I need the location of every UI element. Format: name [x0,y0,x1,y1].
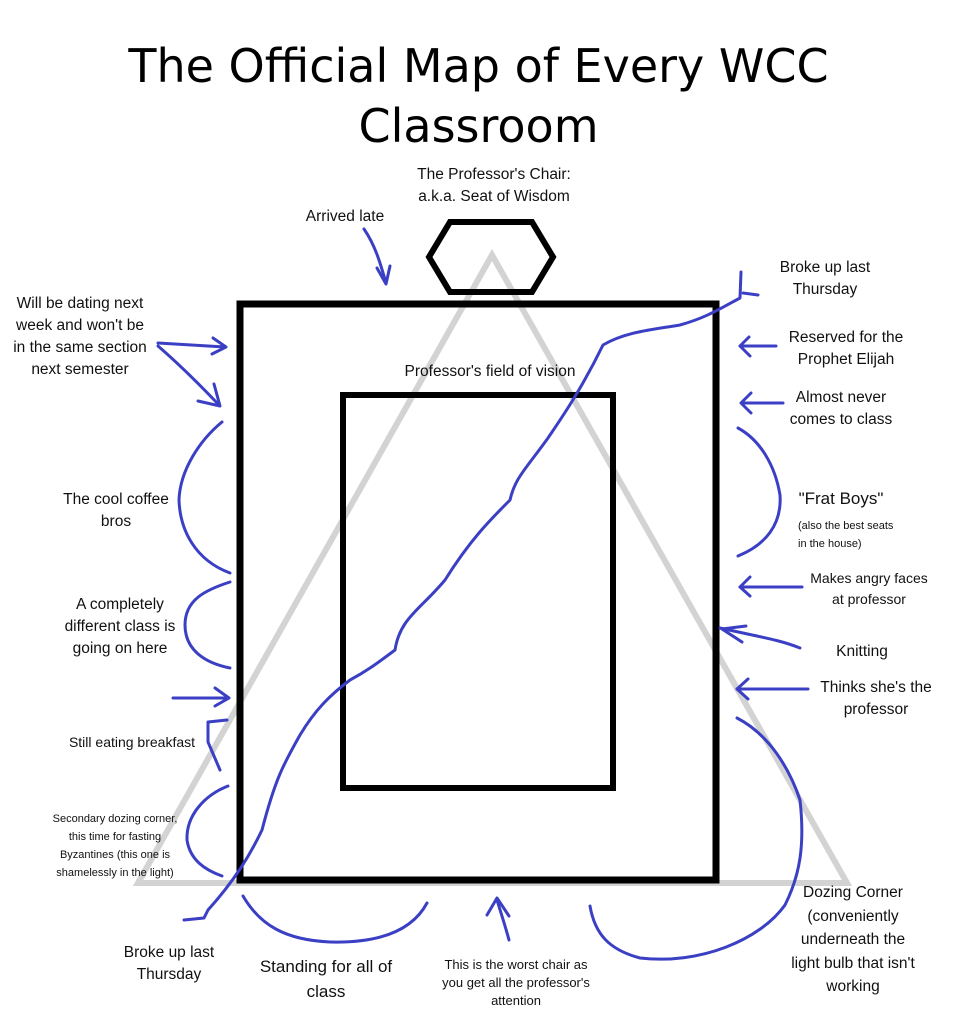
breakup-line [182,270,743,922]
broke-up-top-arrow [741,291,760,297]
page-title-line2: Classroom [358,99,599,153]
page-title-line1: The Official Map of Every WCC [128,39,829,93]
broke-up-top-label: Broke up last Thursday [779,259,871,298]
dating-label: Will be dating next week and won't be in… [13,295,147,378]
dozing-corner-label: Dozing Corner (conveniently underneath t… [791,884,915,995]
breakfast-label: Still eating breakfast [68,734,196,750]
coffee-bros-label: The cool coffee bros [63,491,169,530]
secondary-dozing-label: Secondary dozing corner, this time for f… [52,813,178,879]
broke-up-bottom-label: Broke up last Thursday [123,944,215,983]
standing-curve [241,894,429,944]
worst-chair-label: This is the worst chair as you get all t… [442,957,590,1008]
frat-boys-bracket [736,426,782,558]
almost-never-label: Almost never comes to class [789,389,893,428]
different-class-label: A completely different class is going on… [64,596,176,657]
secondary-dozing-bracket [185,784,230,878]
coffee-bros-bracket [177,420,232,575]
chair-label: The Professor's Chair: a.k.a. Seat of Wi… [417,166,571,205]
angry-faces-label: Makes angry faces at professor [810,570,928,607]
breakfast-bracket [206,718,229,772]
thinks-professor-label: Thinks she's the professor [820,679,932,718]
professor-chair-hexagon [425,219,557,295]
classroom-outer-wall [236,300,720,884]
knitting-arrow [718,626,802,650]
arrived-late-arrow [362,227,388,285]
dozing-corner-curve [588,716,804,961]
knitting-label: Knitting [836,643,888,660]
field-of-vision-label: Professor's field of vision [404,363,576,380]
classroom-inner-area [340,392,616,791]
elijah-label: Reserved for the Prophet Elijah [788,329,904,368]
arrived-late-label: Arrived late [305,208,385,225]
frat-boys-note: (also the best seats in the house) [798,520,894,550]
different-class-bracket [183,580,232,670]
dating-arrow [156,341,227,349]
standing-label: Standing for all of class [259,957,393,1001]
worst-chair-arrow [495,898,511,942]
frat-boys-label: "Frat Boys" [798,489,884,508]
